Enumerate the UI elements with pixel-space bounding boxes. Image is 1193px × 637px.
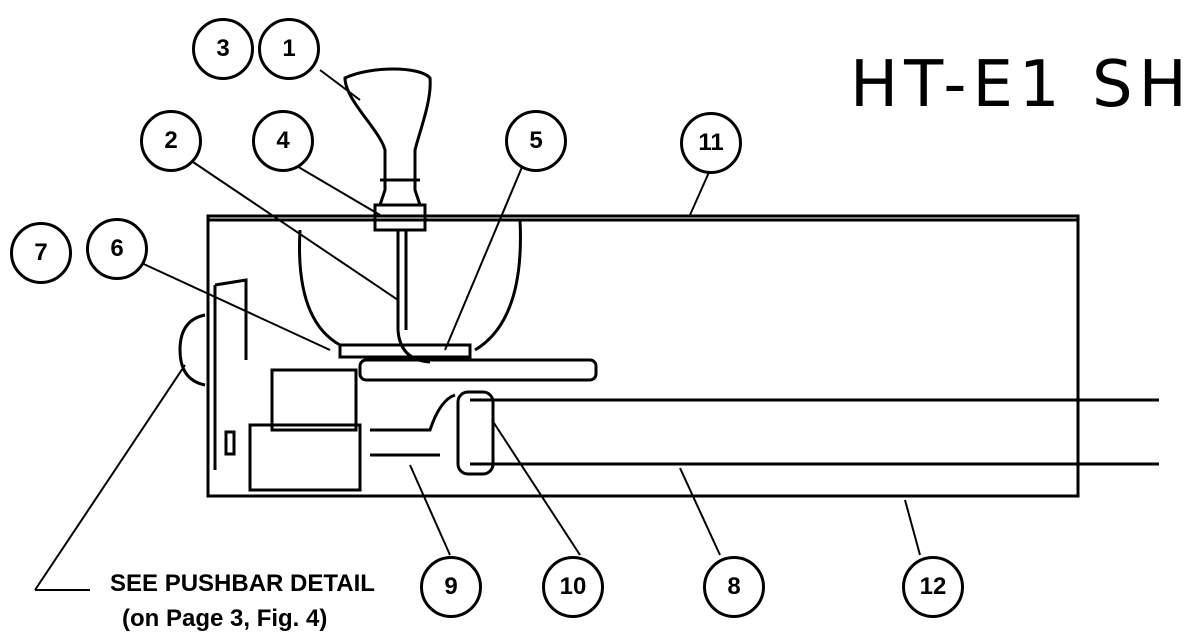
mechanism-lower [248, 423, 362, 492]
callout-3: 3 [192, 18, 254, 80]
leader-8 [679, 467, 721, 556]
callout-4: 4 [252, 110, 314, 172]
callout-1: 1 [258, 18, 320, 80]
callout-9: 9 [420, 556, 482, 618]
leader-4 [294, 164, 381, 216]
mechanism-block [270, 368, 358, 432]
knob [343, 67, 432, 207]
leader-1 [319, 69, 361, 101]
callout-6: 6 [86, 218, 148, 280]
callout-10: 10 [542, 556, 604, 618]
leader-9 [409, 464, 451, 556]
pushbar-reference: (on Page 3, Fig. 4) [122, 605, 328, 632]
housing [206, 214, 1080, 498]
small-pin [224, 430, 236, 456]
latch-plate [338, 343, 472, 359]
leader-11 [689, 169, 711, 216]
leader-2 [189, 159, 399, 301]
callout-7: 7 [10, 222, 72, 284]
inner-bracket [214, 278, 248, 360]
knob-base-nut [373, 203, 427, 232]
dome-right [474, 219, 522, 352]
leader-5 [444, 159, 526, 351]
pushbar-button [178, 313, 206, 387]
callout-8: 8 [703, 556, 765, 618]
leader-12 [904, 499, 921, 556]
assembly-drawing [34, 67, 1159, 591]
leader-10 [491, 419, 581, 556]
pushbar-note: SEE PUSHBAR DETAIL [110, 570, 375, 597]
callout-5: 5 [505, 110, 567, 172]
leader-pushbar [34, 364, 186, 591]
drawing-title: HT-E1 SH [850, 48, 1193, 122]
latch-bar [358, 358, 598, 382]
callout-12: 12 [902, 556, 964, 618]
leader-6 [134, 259, 331, 351]
dome [298, 229, 341, 347]
elbow-fitting [370, 393, 456, 457]
tube-nut [456, 390, 495, 476]
callout-11: 11 [680, 112, 742, 174]
callout-2: 2 [140, 110, 202, 172]
